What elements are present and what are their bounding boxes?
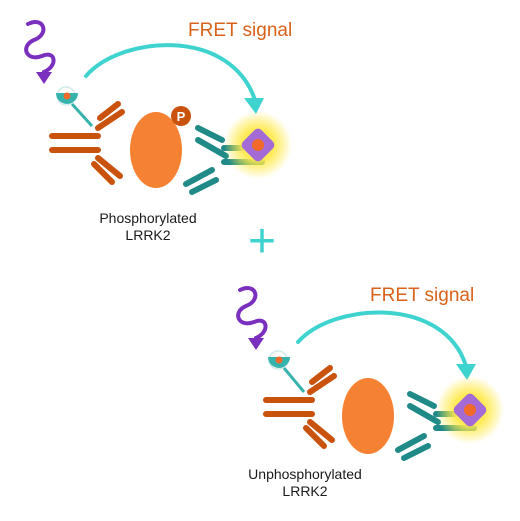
bottom-fret-arrowhead (456, 364, 476, 380)
bottom-donor-antibody (263, 365, 337, 449)
bottom-fret-label: FRET signal (370, 285, 475, 306)
top-caption: Phosphorylated LRRK2 (99, 210, 197, 243)
top-phospho-letter: P (177, 109, 186, 124)
bottom-acceptor-fluorophore (436, 376, 504, 444)
top-panel (24, 20, 292, 195)
top-donor-antibody (49, 101, 125, 185)
top-fret-arrow-curve (84, 43, 257, 102)
top-excitation-wave (24, 20, 56, 78)
top-phospho-badge (171, 106, 191, 126)
bottom-caption: Unphosphorylated LRRK2 (248, 466, 362, 499)
bottom-excitation-wave (236, 286, 268, 344)
bottom-wave-arrowhead (248, 338, 264, 350)
bottom-panel (236, 286, 504, 461)
top-fret-arrowhead (244, 98, 264, 114)
plus-sign: + (248, 215, 277, 268)
bottom-lrrk2-protein (342, 378, 394, 454)
top-donor-fluorophore (56, 86, 94, 128)
top-wave-arrowhead (36, 72, 52, 84)
top-fret-label: FRET signal (188, 20, 293, 41)
top-lrrk2-protein (130, 112, 182, 188)
bottom-donor-fluorophore (268, 350, 306, 393)
top-acceptor-fluorophore (224, 111, 292, 179)
bottom-fret-arrow-curve (296, 310, 468, 368)
